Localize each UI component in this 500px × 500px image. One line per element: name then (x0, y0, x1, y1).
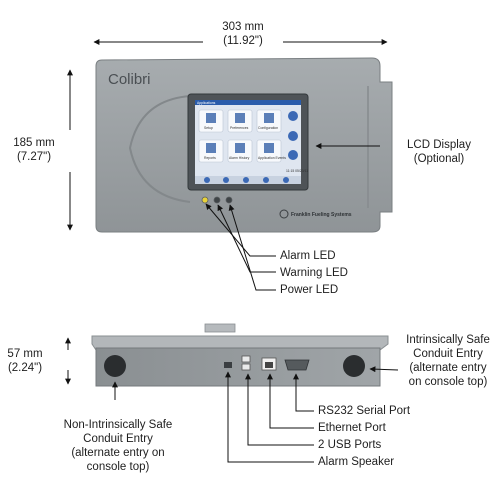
width-mm: 303 mm (222, 21, 264, 33)
lcd-display-label: LCD Display (407, 139, 471, 151)
screen-bottom-icon (243, 177, 249, 183)
usb-label: 2 USB Ports (318, 439, 382, 451)
non-intrinsic-line-3: (alternate entry on (71, 447, 165, 459)
intrinsic-line-4: on console top) (408, 376, 488, 388)
non-intrinsic-line-4: console top) (86, 461, 150, 473)
ethernet-label: Ethernet Port (318, 422, 386, 434)
screen-title: Applications (197, 101, 216, 105)
warning-led-label: Warning LED (280, 267, 348, 279)
screen-nav-icon (288, 131, 298, 141)
power-led-label: Power LED (280, 284, 339, 296)
lcd-display-callout: LCD Display (Optional) (384, 138, 494, 166)
console-bottom (91, 323, 389, 387)
app-label: Application Events (258, 156, 286, 160)
alarm-led-label: Alarm LED (280, 250, 336, 262)
non-intrinsic-line-2: Conduit Entry (83, 433, 153, 445)
intrinsic-line-3: (alternate entry (409, 362, 487, 374)
power-led-icon (225, 196, 233, 204)
screen-nav-icon (288, 111, 298, 121)
alarm-led-icon (201, 196, 209, 204)
intrinsic-line-2: Conduit Entry (413, 348, 483, 360)
width-in: (11.92") (223, 35, 263, 47)
rs232-label: RS232 Serial Port (318, 405, 411, 417)
app-label: Preferences (230, 126, 249, 130)
screen-bottom-icon (263, 177, 269, 183)
alarm-speaker-icon (224, 362, 232, 368)
screen-bottom-icon (223, 177, 229, 183)
depth-dimension-label: 57 mm (2.24") (0, 347, 50, 375)
console-front: Applications Setup Preferences Configura… (95, 57, 393, 233)
brand-logo: Colibri (108, 71, 151, 88)
screen-app-grid: Setup Preferences Configuration Reports … (198, 109, 286, 163)
app-label: Configuration (258, 126, 278, 130)
intrinsic-line-1: Intrinsically Safe (406, 334, 490, 346)
screen-date: 11:15 05/20/11 (286, 169, 308, 173)
app-label: Reports (204, 156, 216, 160)
warning-led-icon (213, 196, 221, 204)
alarm-speaker-label: Alarm Speaker (318, 456, 395, 468)
usb-port-icon (241, 355, 251, 363)
height-in: (7.27") (16, 151, 52, 163)
non-intrinsic-conduit-callout: Non-Intrinsically Safe Conduit Entry (al… (48, 418, 188, 474)
screen-nav-icon (288, 150, 298, 160)
bottom-leader-lines (112, 366, 399, 463)
height-dimension-label: 185 mm (7.27") (4, 136, 64, 164)
non-intrinsic-line-1: Non-Intrinsically Safe (63, 419, 173, 431)
depth-mm: 57 mm (7, 348, 43, 360)
height-mm: 185 mm (13, 137, 55, 149)
intrinsic-conduit-icon (343, 355, 365, 377)
rs232-port-icon (284, 359, 310, 371)
screen-bottom-icon (283, 177, 289, 183)
screen-bottom-icon (204, 177, 210, 183)
width-dimension-label: 303 mm (11.92") (210, 20, 276, 48)
intrinsic-conduit-callout: Intrinsically Safe Conduit Entry (altern… (398, 333, 498, 389)
usb-port-icon (241, 363, 251, 371)
franklin-logo-icon (279, 209, 289, 219)
lcd-optional-label: (Optional) (413, 153, 465, 165)
non-intrinsic-conduit-icon (104, 355, 126, 377)
depth-in: (2.24") (7, 362, 43, 374)
app-label: Setup (204, 126, 213, 130)
led-leader-lines (205, 203, 276, 291)
maker-label: Franklin Fueling Systems (291, 212, 352, 218)
app-label: Alarm History (229, 156, 250, 160)
